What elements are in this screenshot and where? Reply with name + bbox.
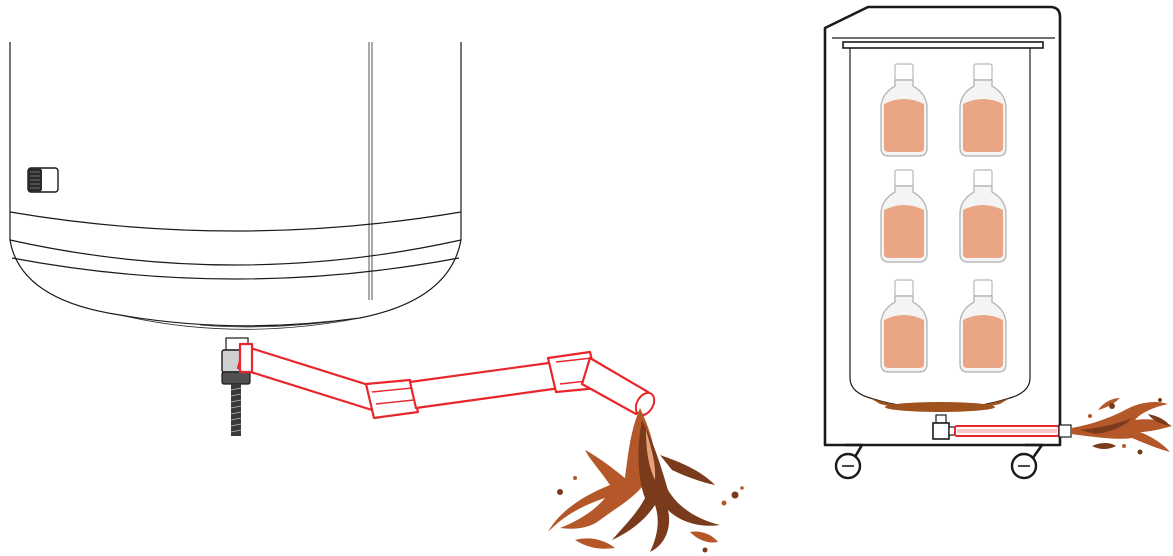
casters	[834, 443, 1044, 480]
threaded-rod	[230, 384, 242, 436]
bottle	[959, 169, 1007, 263]
liquid-splash	[548, 408, 744, 553]
drain-pipe-elbows	[236, 342, 656, 420]
tank-body	[9, 42, 462, 330]
side-port-fitting	[27, 167, 59, 193]
caster-left	[834, 443, 864, 480]
caster-right	[1010, 443, 1044, 480]
inner-vessel	[849, 48, 1031, 412]
left-illustration	[9, 42, 744, 553]
bottle	[880, 279, 928, 373]
bottle	[880, 63, 928, 157]
cabinet	[823, 5, 1062, 447]
bottle	[959, 279, 1007, 373]
liquid-splash	[1071, 398, 1172, 455]
bottle	[880, 169, 928, 263]
right-illustration	[823, 5, 1172, 480]
bottles	[880, 63, 1007, 373]
drain-valve	[932, 414, 956, 440]
drain-pipe	[954, 424, 1072, 438]
bottle	[959, 63, 1007, 157]
